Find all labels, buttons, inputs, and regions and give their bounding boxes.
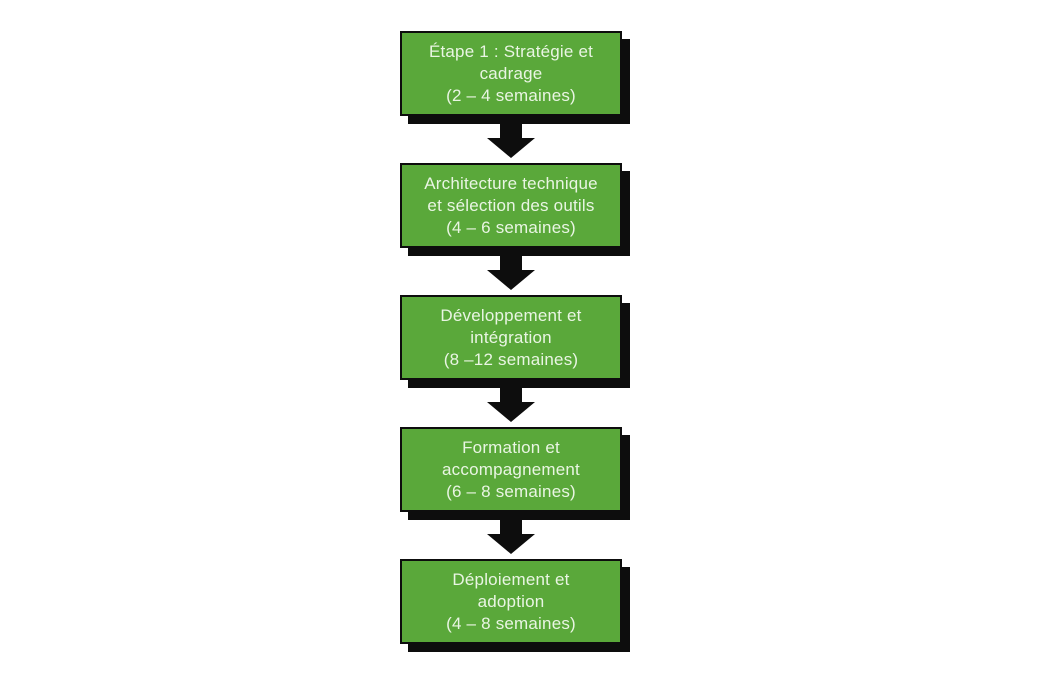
step-box-2: Architecture technique et sélection des … [400, 163, 622, 248]
down-arrow-icon [487, 124, 535, 158]
down-arrow-icon [487, 388, 535, 422]
arrow-connector-3 [486, 380, 536, 427]
step-label-2: Architecture technique et sélection des … [424, 173, 598, 237]
process-flowchart: Étape 1 : Stratégie et cadrage (2 – 4 se… [400, 31, 622, 644]
arrow-connector-4 [486, 512, 536, 559]
step-box-1: Étape 1 : Stratégie et cadrage (2 – 4 se… [400, 31, 622, 116]
step-label-4: Formation et accompagnement (6 – 8 semai… [442, 437, 580, 501]
step-label-3: Développement et intégration (8 –12 sema… [440, 305, 582, 369]
step-box-4: Formation et accompagnement (6 – 8 semai… [400, 427, 622, 512]
step-box-5: Déploiement et adoption (4 – 8 semaines) [400, 559, 622, 644]
down-arrow-icon [487, 520, 535, 554]
arrow-connector-1 [486, 116, 536, 163]
down-arrow-icon [487, 256, 535, 290]
step-label-1: Étape 1 : Stratégie et cadrage (2 – 4 se… [428, 41, 594, 105]
step-box-3: Développement et intégration (8 –12 sema… [400, 295, 622, 380]
arrow-connector-2 [486, 248, 536, 295]
step-label-5: Déploiement et adoption (4 – 8 semaines) [446, 569, 576, 633]
